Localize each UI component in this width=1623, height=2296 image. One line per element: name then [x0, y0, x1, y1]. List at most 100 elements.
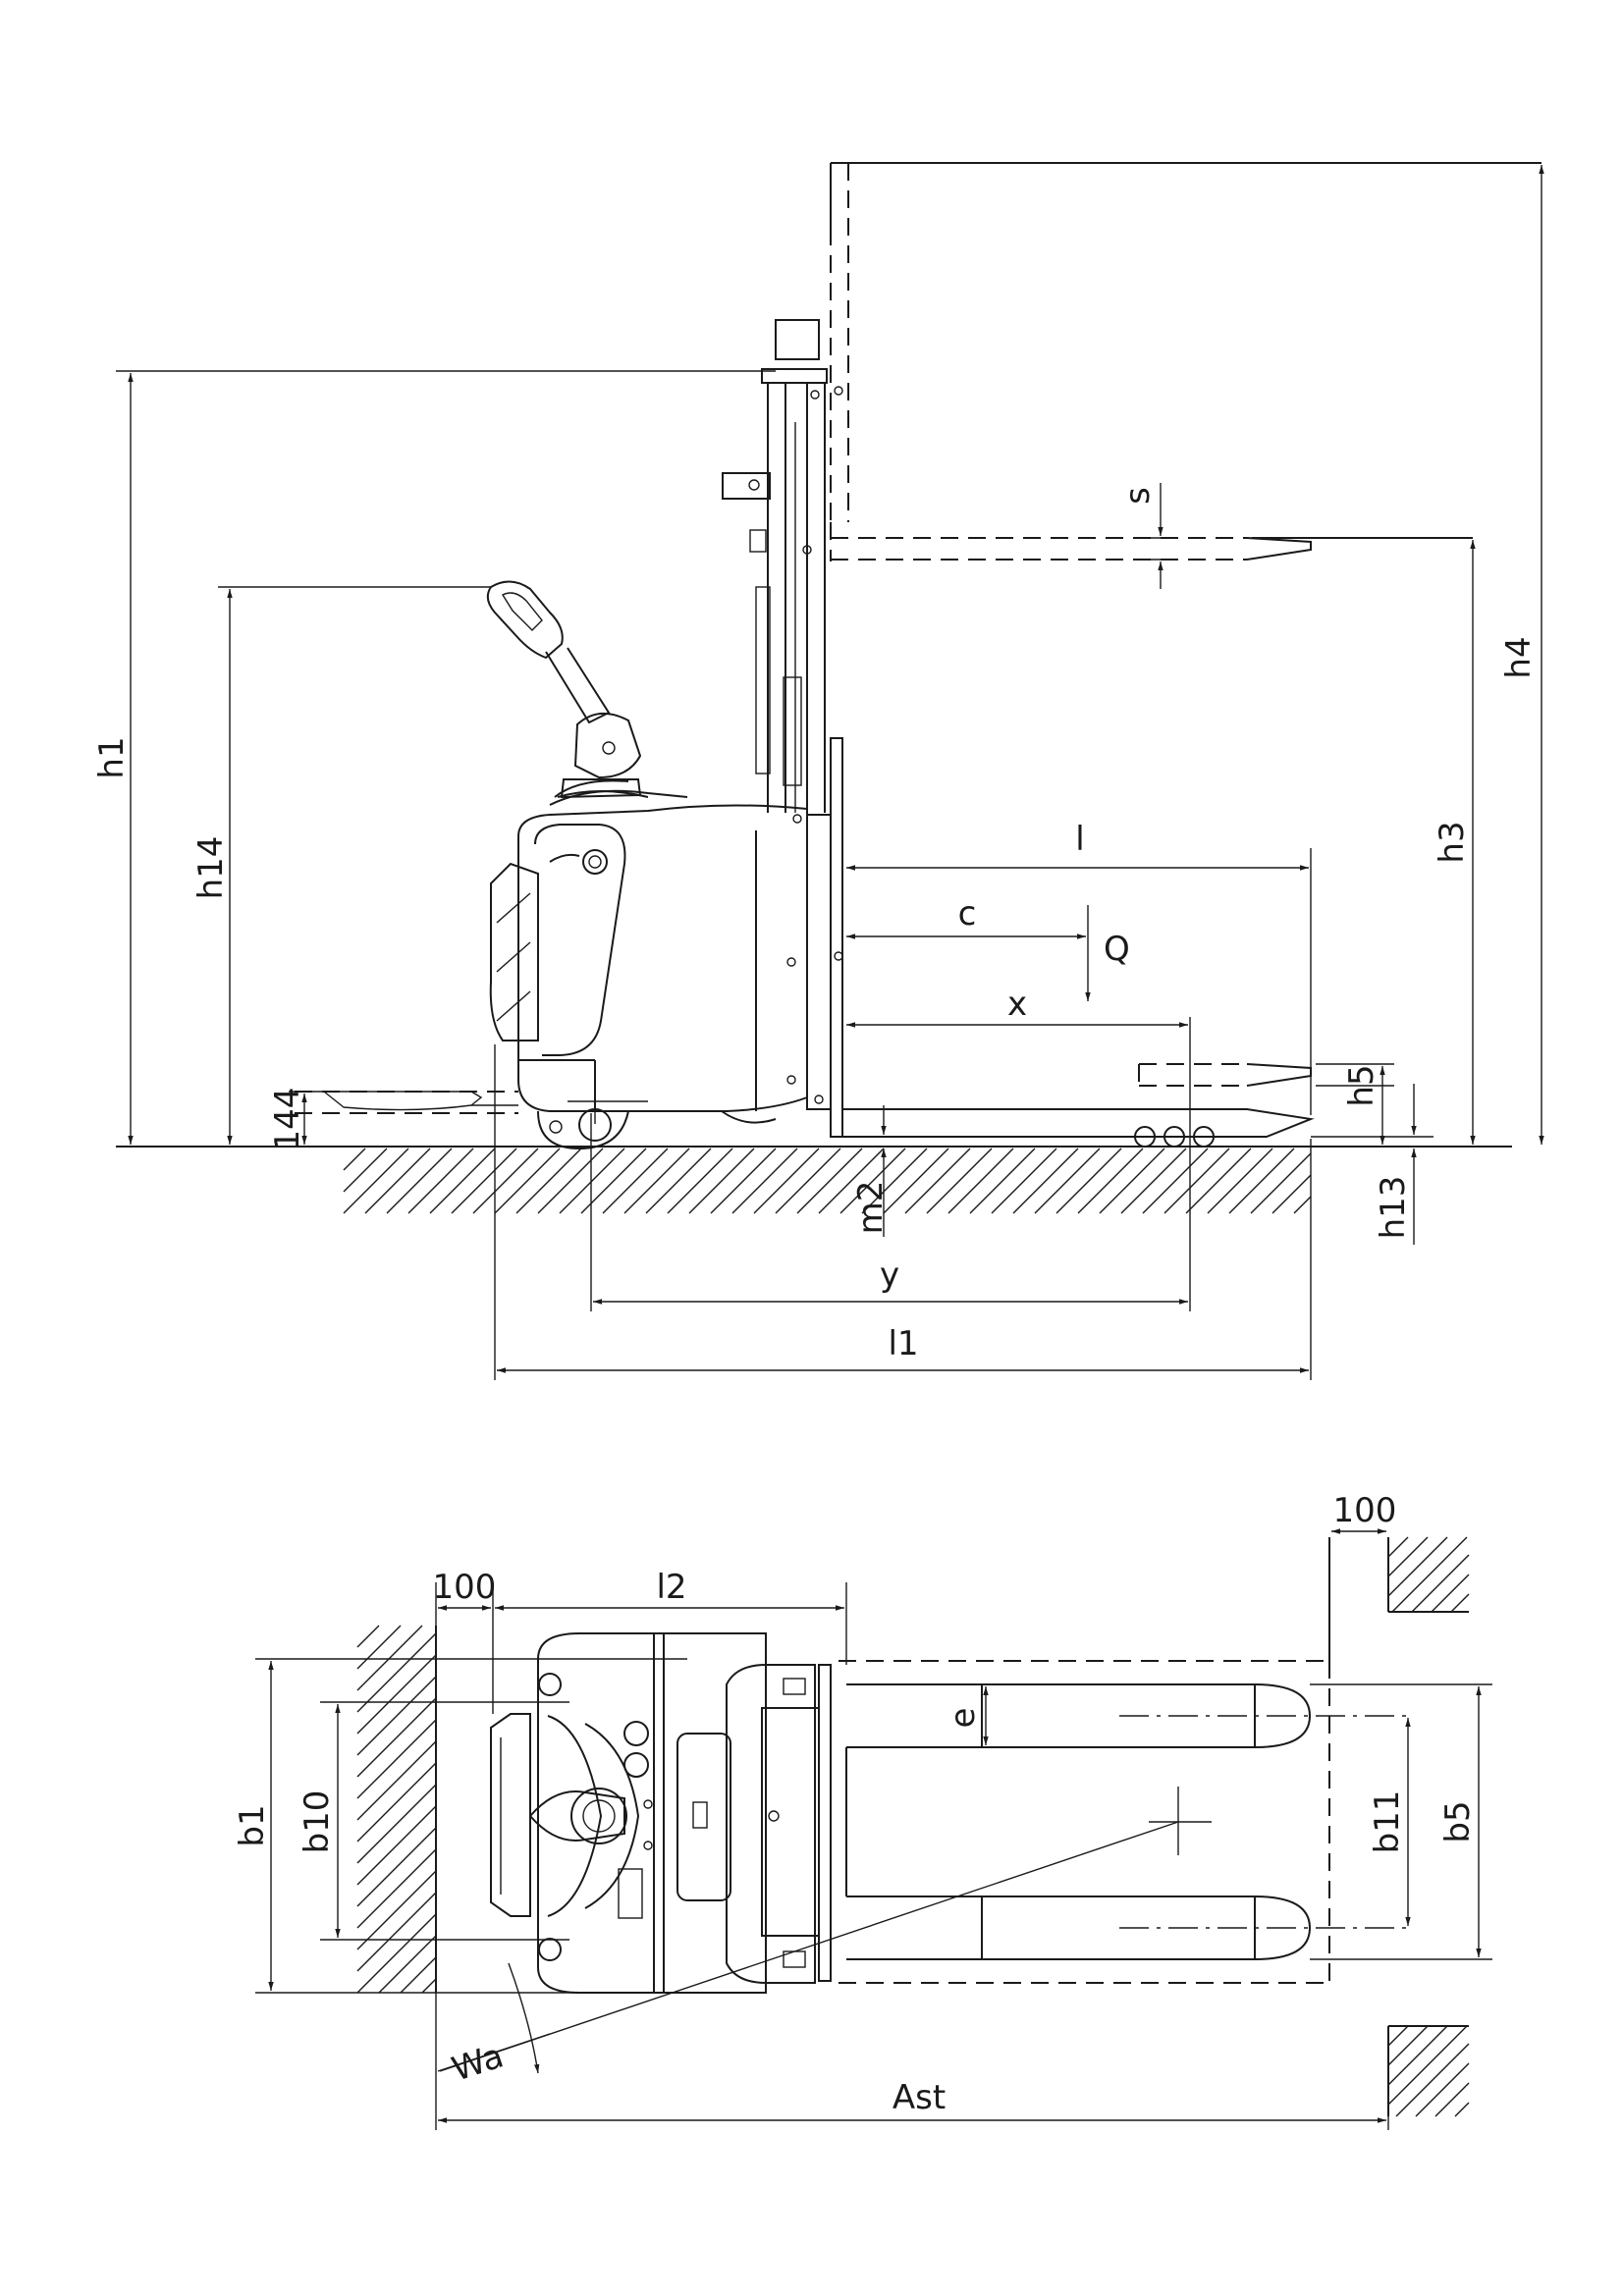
hatch-line	[400, 1956, 437, 1994]
dim-m2: m2	[851, 1105, 891, 1237]
dim-h3: h3	[1433, 540, 1476, 1145]
label-b1: b1	[233, 1804, 272, 1846]
load-q: Q	[1085, 905, 1130, 1001]
hatch-line	[356, 1625, 402, 1670]
hatch-line	[343, 1148, 366, 1171]
hatch-line	[356, 1697, 437, 1778]
corner-knob-top	[538, 1673, 562, 1696]
dim-l2: l2	[495, 1568, 847, 1665]
hatch-line	[947, 1148, 1014, 1214]
hatch-line	[1391, 1536, 1468, 1613]
hatch-line	[356, 1762, 437, 1842]
aisle-dashed-envelope	[839, 1537, 1330, 1984]
hatch-line	[883, 1148, 949, 1214]
drive-wheel	[537, 1108, 629, 1150]
hatch-line	[421, 1978, 437, 1994]
hatch-line	[602, 1148, 669, 1214]
hatch-line	[356, 1805, 437, 1886]
hatch-line	[1055, 1148, 1122, 1214]
raised-mast-dashed	[830, 162, 1542, 561]
truck-body-top	[490, 1632, 767, 1994]
dim-b1: b1	[233, 1658, 687, 1994]
hatch-line	[1271, 1174, 1312, 1214]
label-x: x	[1007, 985, 1027, 1024]
dim-wa: Wa	[437, 1962, 551, 2090]
fork-raised	[1246, 537, 1312, 561]
hatch-line	[1431, 1574, 1470, 1613]
dim-h5: h5	[1342, 1064, 1385, 1145]
tiller	[486, 580, 649, 799]
hatch-line	[623, 1148, 690, 1214]
hatch-line	[926, 1148, 993, 1214]
label-e: e	[944, 1708, 983, 1729]
dim-b5: b5	[1310, 1683, 1492, 1960]
load-centre-cross	[439, 1787, 1212, 2072]
hatch-line	[753, 1148, 820, 1214]
fork-top-upper	[846, 1683, 1312, 1748]
hatch-line	[969, 1148, 1036, 1214]
hatch-line	[356, 1892, 437, 1972]
label-h13: h13	[1374, 1176, 1413, 1240]
label-b10: b10	[298, 1790, 337, 1854]
fork-lowered	[841, 1108, 1315, 1138]
hatch-line	[667, 1148, 733, 1214]
hatch-line	[472, 1148, 539, 1214]
dim-h1: h1	[92, 370, 776, 1145]
hatch-line	[356, 1625, 423, 1691]
hatch-line	[1250, 1152, 1312, 1214]
dim-144: 144	[268, 1088, 324, 1151]
hatch-line	[1411, 1554, 1470, 1613]
hatch-line	[559, 1148, 625, 1214]
hatch-line	[386, 1148, 453, 1214]
label-144: 144	[268, 1088, 307, 1151]
dim-x: x	[846, 985, 1191, 1311]
hatch-line	[991, 1148, 1057, 1214]
hatch-line	[356, 1784, 437, 1864]
dim-h14: h14	[191, 586, 491, 1145]
hatch-line	[494, 1148, 561, 1214]
hatch-line	[1387, 1536, 1448, 1597]
label-h5: h5	[1342, 1064, 1381, 1106]
hatch-line	[1163, 1148, 1230, 1214]
hatch-line	[1450, 1593, 1470, 1613]
label-y: y	[880, 1255, 899, 1295]
hatch-line	[356, 1676, 437, 1756]
label-ast: Ast	[893, 2078, 946, 2117]
label-l1: l1	[888, 1324, 918, 1363]
dim-b11: b11	[1368, 1718, 1411, 1926]
hatch-line	[1387, 2025, 1409, 2047]
wall-hatching-right-top	[1387, 1536, 1470, 1613]
hatch-line	[1293, 1196, 1312, 1214]
label-h3: h3	[1433, 821, 1472, 863]
hatch-line	[356, 1719, 437, 1799]
hatch-line	[1012, 1148, 1079, 1214]
dim-e: e	[944, 1686, 989, 1745]
hatch-line	[1387, 1536, 1429, 1577]
label-h14: h14	[191, 836, 231, 900]
label-q: Q	[1104, 930, 1130, 969]
hatch-line	[1395, 2043, 1470, 2117]
hatch-line	[343, 1148, 388, 1193]
hatch-line	[1207, 1148, 1273, 1214]
hatch-line	[1387, 2025, 1429, 2066]
wall-hatching-right-bottom	[1387, 2025, 1470, 2117]
dim-ast: Ast	[435, 1993, 1389, 2130]
hatch-line	[378, 1935, 437, 1994]
dim-100-right: 100	[1331, 1491, 1396, 1534]
dim-y: y	[590, 1113, 1188, 1311]
label-h1: h1	[92, 736, 132, 778]
hatch-line	[904, 1148, 971, 1214]
hatch-line	[1185, 1148, 1252, 1214]
label-wa: Wa	[448, 2036, 509, 2089]
corner-knob-bottom	[538, 1938, 562, 1961]
hatch-line	[580, 1148, 647, 1214]
hatch-line	[1454, 2102, 1470, 2117]
hatch-line	[1434, 2082, 1470, 2117]
hatch-line	[356, 1654, 437, 1735]
hatch-line	[818, 1148, 885, 1214]
label-b11: b11	[1368, 1790, 1407, 1854]
platform-dashed	[295, 1080, 648, 1124]
hatch-line	[356, 1827, 437, 1907]
hatch-line	[537, 1148, 604, 1214]
